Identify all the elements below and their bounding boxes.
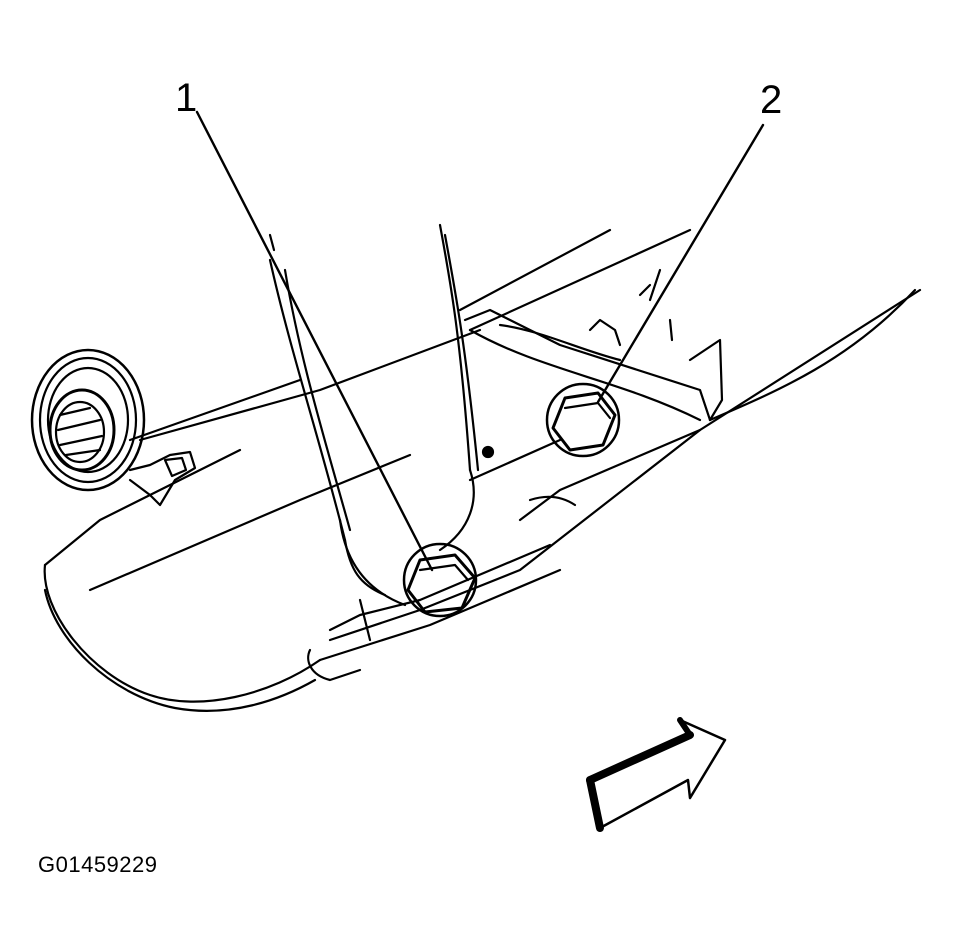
crossmember [307,543,552,682]
oil-pan [43,228,922,712]
figure-id-label: G01459229 [38,852,158,877]
leader-line-1 [195,110,434,572]
callout-label-2: 2 [760,78,783,122]
callout-label-1: 1 [175,76,198,120]
mount-bracket-arm [268,223,495,607]
drain-plug [30,348,197,507]
bolt-2 [545,382,621,458]
leader-line-2 [596,123,765,404]
mount-bracket-right [463,268,724,522]
front-direction-arrow-icon [586,717,727,832]
